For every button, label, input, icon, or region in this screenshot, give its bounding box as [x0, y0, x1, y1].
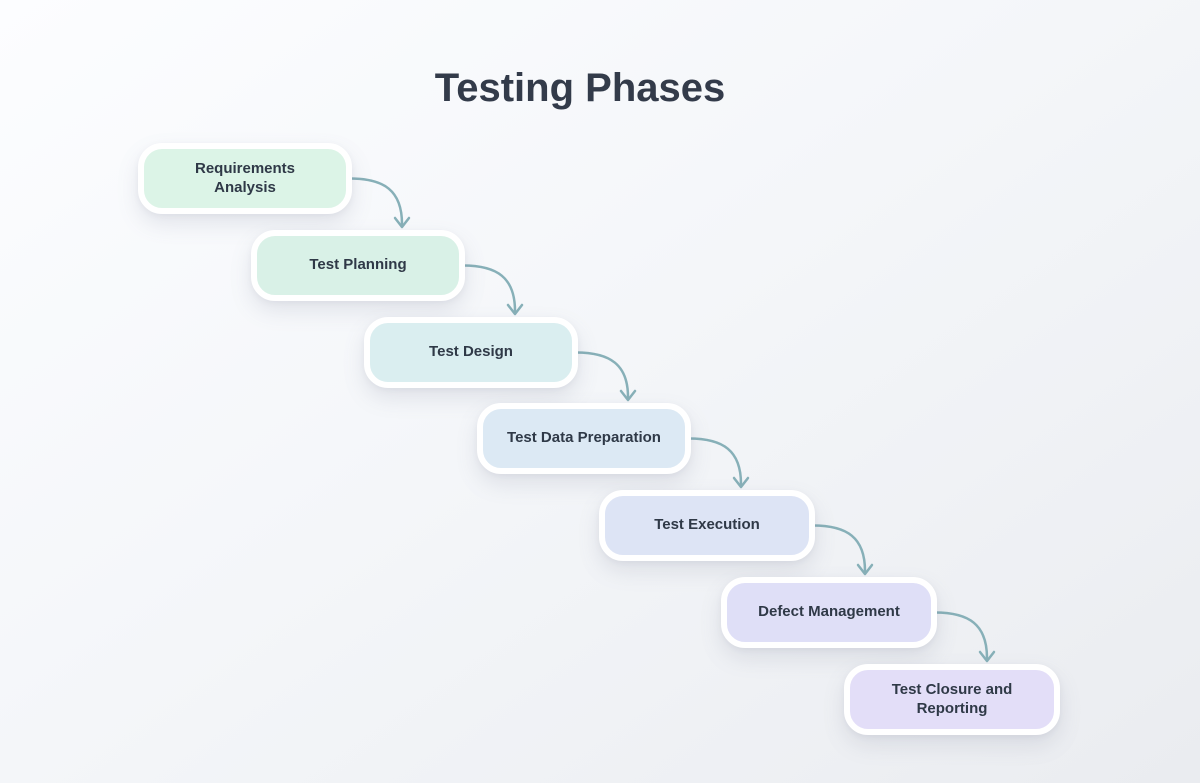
phase-node-test-data-preparation: Test Data Preparation: [477, 403, 691, 474]
phase-node-test-execution: Test Execution: [599, 490, 815, 561]
phase-label: Test Execution: [654, 516, 760, 534]
phase-node-defect-management: Defect Management: [721, 577, 937, 648]
page-title: Testing Phases: [434, 66, 726, 110]
connector-arrow: [687, 437, 750, 489]
phase-label: Test Data Preparation: [507, 429, 661, 447]
connector-arrow: [933, 611, 996, 663]
phase-node-test-planning: Test Planning: [251, 230, 465, 301]
phase-node-test-closure-and-reporting: Test Closure and Reporting: [844, 664, 1060, 735]
phase-node-requirements-analysis: Requirements Analysis: [138, 143, 352, 214]
connector-arrow: [574, 351, 637, 402]
phase-label: Requirements Analysis: [194, 159, 296, 196]
phase-label: Test Design: [429, 343, 513, 361]
phase-label: Test Closure and Reporting: [891, 680, 1013, 717]
connector-arrow: [348, 177, 411, 229]
phase-label: Defect Management: [758, 603, 900, 621]
phase-node-test-design: Test Design: [364, 317, 578, 388]
phase-label: Test Planning: [309, 256, 407, 274]
connector-arrow: [461, 264, 524, 316]
connector-arrow: [811, 524, 874, 576]
